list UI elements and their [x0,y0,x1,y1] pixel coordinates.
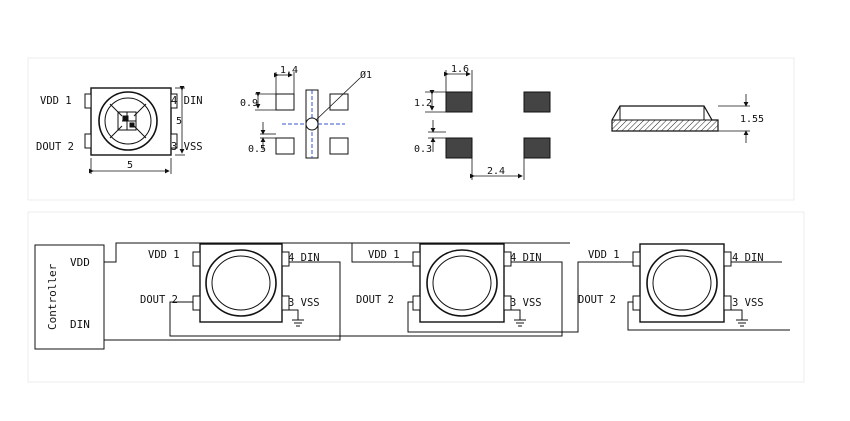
footprint-pad [523,137,551,159]
footprint-view: 1.6 1.2 0.3 2.4 [414,64,551,180]
led-body [199,243,283,323]
controller-vdd: VDD [70,256,90,269]
pin-label-din: 4 DIN [171,95,203,107]
dim-footprint-pad-width: 1.6 [451,64,469,75]
pin-label-vdd: VDD 1 [40,95,72,107]
package-lens-inner [104,97,152,145]
top-frame [27,57,795,201]
led-body [639,243,725,323]
led-pin-vdd: VDD 1 [588,249,620,261]
package-body [90,87,172,156]
dim-package-height: 5 [176,116,182,127]
led-unit: VDD 1 4 DIN DOUT 2 3 VSS [356,243,542,323]
pad-din [170,93,178,109]
led-pin-vss: 3 VSS [288,297,320,309]
led-pin-dout: DOUT 2 [578,294,616,306]
side-view: 1.55 [611,94,764,143]
led-lens [646,249,718,317]
led-pin-dout: DOUT 2 [356,294,394,306]
led-pin-vdd: VDD 1 [368,249,400,261]
pin-label-dout: DOUT 2 [36,141,74,153]
pin-label-vss: 3 VSS [171,141,203,153]
led-pin-vdd: VDD 1 [148,249,180,261]
ground-symbols [292,319,748,327]
dim-pad-gap: 0.5 [248,144,266,155]
led-lens [426,249,498,317]
led-pin-din: 4 DIN [732,252,764,264]
led-pin-din: 4 DIN [510,252,542,264]
led-pin-dout: DOUT 2 [140,294,178,306]
led-unit: VDD 1 4 DIN DOUT 2 3 VSS [578,243,764,323]
led-pin-vss: 3 VSS [510,297,542,309]
pad-vdd [84,93,92,109]
dim-hole: Ø1 [360,69,372,81]
dim-package-width: 5 [127,160,133,171]
bottom-frame [27,211,805,383]
controller-label: Controller [46,263,59,330]
dim-pad-width: 1.4 [280,65,298,76]
footprint-pad [445,137,473,159]
led-pin-vss: 3 VSS [732,297,764,309]
dim-footprint-gap: 0.3 [414,144,432,155]
led-body [419,243,505,323]
led-lens [205,249,277,317]
dim-footprint-pad-height: 1.2 [414,98,432,109]
pads-view: Ø1 1.4 0.9 0.5 [240,65,372,159]
package-top-view: 5 5 VDD 1 4 DIN DOUT 2 3 VSS [36,86,203,174]
dim-footprint-pitch: 2.4 [487,166,505,177]
dim-side-height: 1.55 [740,114,764,125]
die-wiring [109,103,147,139]
pad-dout [84,133,92,149]
schematic-wires [104,242,790,341]
controller-din: DIN [70,318,90,331]
pad-vss [170,133,178,149]
schematic: Controller VDD DIN [34,242,790,350]
package-lens [98,91,158,151]
dim-pad-height: 0.9 [240,98,258,109]
controller-box [34,244,105,350]
led-unit: VDD 1 4 DIN DOUT 2 3 VSS [140,243,320,323]
led-pin-din: 4 DIN [288,252,320,264]
footprint-pad [445,91,473,113]
footprint-pad [523,91,551,113]
